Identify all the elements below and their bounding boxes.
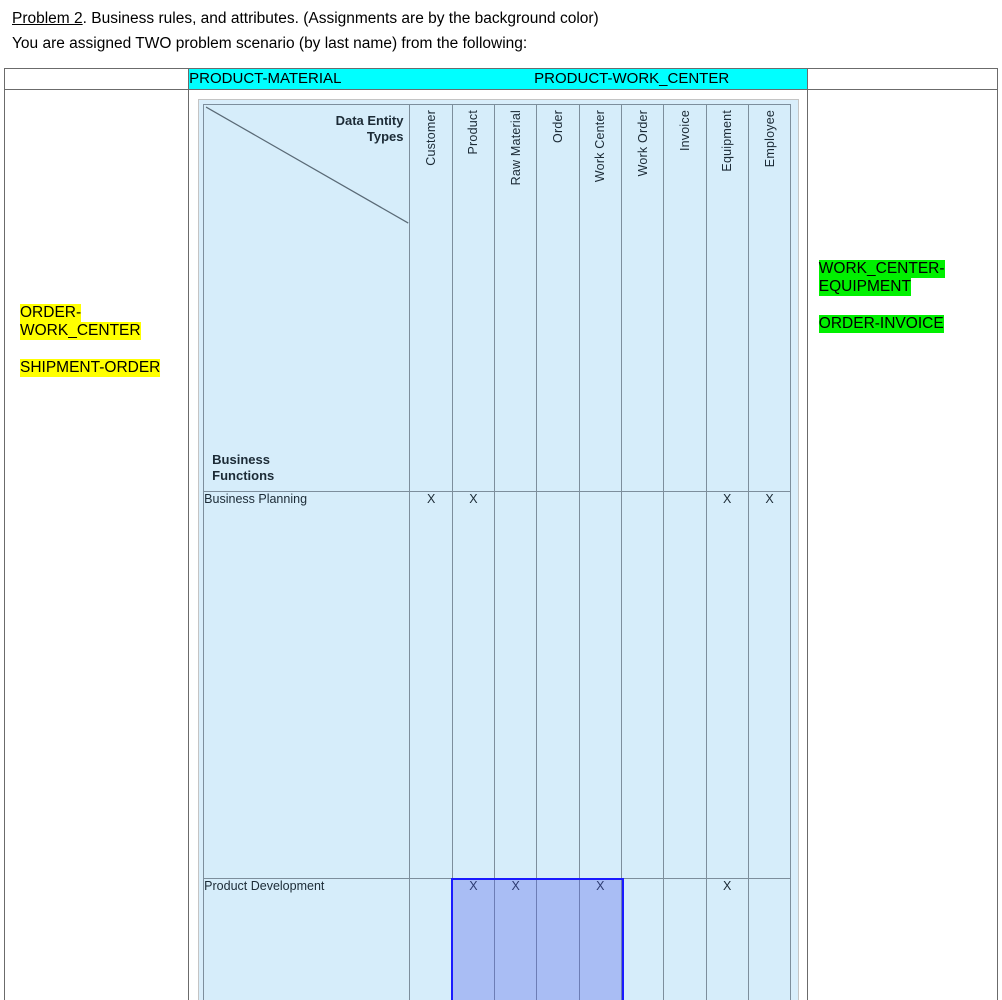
intro-line-1: Problem 2. Business rules, and attribute… xyxy=(12,6,1002,31)
cell xyxy=(664,879,706,1000)
cell xyxy=(621,492,663,879)
cell: X xyxy=(495,879,537,1000)
header-cell-right xyxy=(807,69,997,90)
scenario-work-center-equipment[interactable]: WORK_CENTER- EQUIPMENT xyxy=(819,260,945,296)
column-header-label: Work Order xyxy=(636,105,650,176)
cell xyxy=(621,879,663,1000)
column-header-label: Customer xyxy=(424,105,438,166)
column-header-employee: Employee xyxy=(748,105,790,492)
intro-line-2: You are assigned TWO problem scenario (b… xyxy=(12,31,1002,56)
cell xyxy=(495,492,537,879)
cell xyxy=(664,492,706,879)
cell xyxy=(537,492,579,879)
column-header-work-order: Work Order xyxy=(621,105,663,492)
column-header-label: Order xyxy=(551,105,565,143)
cell: X xyxy=(706,879,748,1000)
cell xyxy=(748,879,790,1000)
column-header-label: Employee xyxy=(763,105,777,167)
cell xyxy=(537,879,579,1000)
row-label: Business Planning xyxy=(204,492,410,879)
scenario-line: EQUIPMENT xyxy=(819,278,911,296)
scenario-shipment-order[interactable]: SHIPMENT-ORDER xyxy=(20,359,160,377)
scenario-line: SHIPMENT-ORDER xyxy=(20,359,160,377)
matrix-corner-cell: Data Entity Types Business Functions xyxy=(204,105,410,492)
column-header-label: Product xyxy=(466,105,480,154)
column-header-product: Product xyxy=(452,105,494,492)
header-cell-cyan: PRODUCT-MATERIAL PRODUCT-WORK_CENTER xyxy=(189,69,808,90)
scenario-order-invoice[interactable]: ORDER-INVOICE xyxy=(819,315,944,333)
intro-text: Problem 2. Business rules, and attribute… xyxy=(0,0,1002,56)
scenario-line: WORK_CENTER- xyxy=(819,260,945,278)
scenario-order-work-center[interactable]: ORDER- WORK_CENTER xyxy=(20,304,141,340)
corner-top-line1: Data Entity xyxy=(336,113,404,129)
cyan-scenario-1: PRODUCT-MATERIAL xyxy=(189,70,341,87)
column-header-raw-material: Raw Material xyxy=(495,105,537,492)
cell: X xyxy=(410,492,452,879)
table-header-row: PRODUCT-MATERIAL PRODUCT-WORK_CENTER xyxy=(5,69,998,90)
column-header-order: Order xyxy=(537,105,579,492)
scenario-line: ORDER- xyxy=(20,304,81,322)
cell: X xyxy=(748,492,790,879)
data-entity-types-label: Data Entity Types xyxy=(336,113,404,145)
column-header-equipment: Equipment xyxy=(706,105,748,492)
scenario-line: WORK_CENTER xyxy=(20,322,141,340)
row-label: Product Development xyxy=(204,879,410,1000)
matrix-panel: Data Entity Types Business Functions xyxy=(198,99,799,1000)
cell xyxy=(410,879,452,1000)
table-body-row: ORDER- WORK_CENTER SHIPMENT-ORDER xyxy=(5,90,998,1000)
cell: X xyxy=(452,879,494,1000)
right-scenario-cell: WORK_CENTER- EQUIPMENT ORDER-INVOICE xyxy=(807,90,997,1000)
problem-title: . Business rules, and attributes. (Assig… xyxy=(83,10,599,27)
column-header-label: Work Center xyxy=(593,105,607,182)
column-header-label: Equipment xyxy=(720,105,734,172)
corner-bottom-line1: Business xyxy=(212,452,274,468)
business-functions-label: Business Functions xyxy=(212,452,274,484)
business-function-data-entity-matrix: Data Entity Types Business Functions xyxy=(203,104,791,1000)
column-header-label: Invoice xyxy=(678,105,692,151)
column-header-invoice: Invoice xyxy=(664,105,706,492)
cell: X xyxy=(452,492,494,879)
page-root: Problem 2. Business rules, and attribute… xyxy=(0,0,1002,500)
header-cell-left xyxy=(5,69,189,90)
corner-top-line2: Types xyxy=(336,129,404,145)
scenario-line: ORDER-INVOICE xyxy=(819,315,944,333)
column-header-customer: Customer xyxy=(410,105,452,492)
left-scenario-cell: ORDER- WORK_CENTER SHIPMENT-ORDER xyxy=(5,90,189,1000)
left-scenario-list: ORDER- WORK_CENTER SHIPMENT-ORDER xyxy=(5,90,188,1000)
column-header-label: Raw Material xyxy=(509,105,523,185)
cell xyxy=(579,492,621,879)
cyan-scenario-2: PRODUCT-WORK_CENTER xyxy=(534,69,729,89)
cell: X xyxy=(579,879,621,1000)
matrix-header-row: Data Entity Types Business Functions xyxy=(204,105,791,492)
problem-label: Problem 2 xyxy=(12,10,83,27)
scenario-table: PRODUCT-MATERIAL PRODUCT-WORK_CENTER ORDE… xyxy=(4,68,998,1000)
column-header-work-center: Work Center xyxy=(579,105,621,492)
cell: X xyxy=(706,492,748,879)
corner-bottom-line2: Functions xyxy=(212,468,274,484)
right-scenario-list: WORK_CENTER- EQUIPMENT ORDER-INVOICE xyxy=(808,90,997,1000)
matrix-cell: Data Entity Types Business Functions xyxy=(189,90,808,1000)
